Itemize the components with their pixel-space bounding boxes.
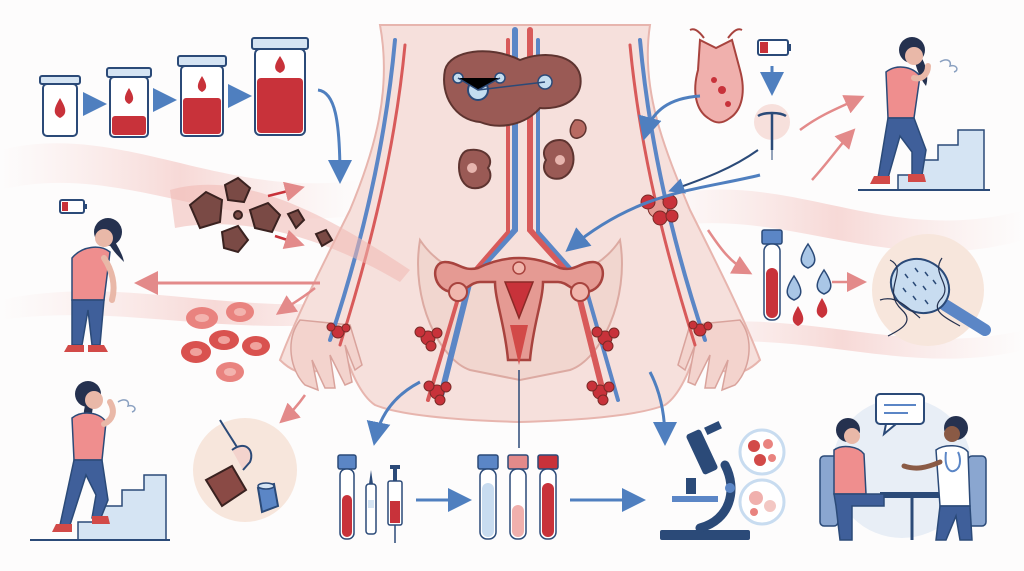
uterus-icon	[434, 256, 604, 365]
breathless-woman-climbing-stairs-right	[799, 37, 990, 191]
cell-slide-top	[738, 428, 786, 476]
red-blood-cell-icon	[181, 302, 270, 382]
test-tube-icon	[507, 454, 529, 540]
test-tube-icon	[251, 37, 309, 136]
test-tube-icon	[337, 454, 357, 540]
uterus-icon	[694, 38, 744, 124]
left-hand	[290, 319, 363, 392]
kidney-icon	[458, 119, 587, 190]
test-tube-icon	[761, 229, 783, 321]
speech-bubble-icon	[875, 393, 925, 437]
test-tube-icon	[477, 454, 499, 540]
microscope-cell-analysis	[660, 420, 786, 540]
hand-holding-food	[193, 418, 297, 522]
blood-drop-icon	[786, 242, 832, 326]
iron-deposits	[134, 176, 410, 295]
liver-icon	[443, 50, 582, 127]
test-tube-icon	[177, 55, 227, 137]
red-blood-cells	[181, 287, 316, 424]
stethoscope-icon	[944, 451, 961, 473]
low-battery-icon	[757, 39, 791, 56]
hairbrush-icon	[879, 257, 991, 337]
central-body-anatomy	[278, 24, 762, 424]
bone-marrow-clusters	[326, 194, 713, 406]
blood-tube-sequence	[39, 37, 352, 184]
iron-crystal-icon	[188, 176, 334, 254]
blood-drop-icon	[54, 98, 66, 118]
syringe-icon	[387, 465, 403, 543]
uterus-iud-panel	[565, 28, 791, 252]
blood-drops	[706, 229, 867, 326]
cell-slide-bottom	[738, 478, 786, 526]
right-hand	[677, 319, 750, 392]
hair-loss-hairbrush	[872, 234, 991, 346]
microscope-icon	[660, 420, 750, 540]
test-tube-icon	[106, 67, 152, 138]
breathless-woman-climbing-stairs	[30, 381, 170, 541]
fatigued-woman	[59, 199, 124, 352]
lancet-icon	[365, 470, 377, 535]
test-tube-icon	[39, 75, 81, 137]
blood-sample-tubes	[337, 370, 677, 543]
iud-icon	[757, 111, 787, 160]
low-battery-icon	[59, 199, 87, 214]
doctor-consultation	[819, 393, 987, 541]
test-tube-icon	[537, 454, 559, 540]
